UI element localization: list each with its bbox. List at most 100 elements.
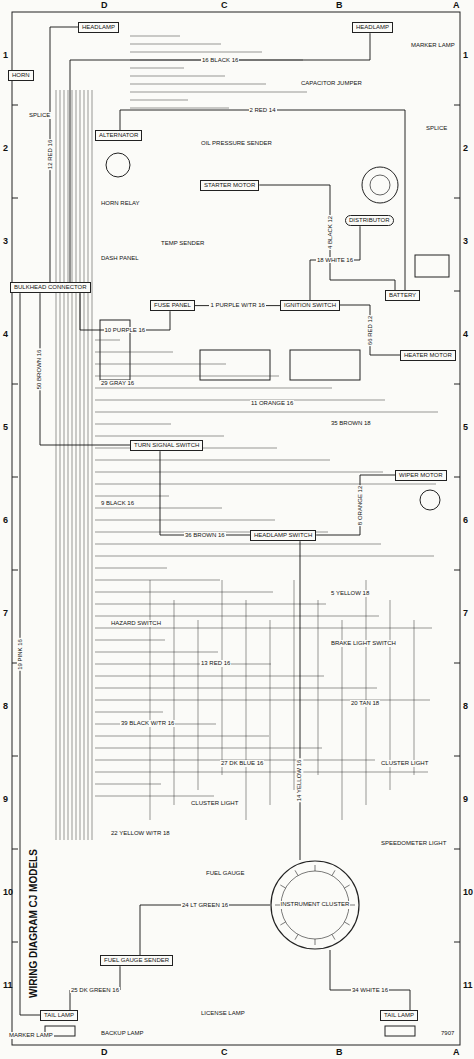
- grid-reference: 10: [462, 887, 474, 897]
- harness-wire: [88, 90, 89, 840]
- part-name: SPLICE: [425, 125, 448, 132]
- wire: [50, 27, 78, 282]
- dial-tick: [344, 922, 349, 925]
- wire: [340, 305, 400, 355]
- harness-wire: [150, 580, 151, 820]
- harness-wire: [68, 90, 69, 840]
- harness-wire: [95, 508, 222, 509]
- harness-wire: [64, 90, 65, 840]
- part-name: LICENSE LAMP: [200, 1010, 246, 1017]
- component-label: FUEL GAUGE SENDER: [104, 957, 169, 963]
- instrument-cluster: INSTRUMENT CLUSTER: [270, 860, 360, 950]
- wire-code: 11 ORANGE 16: [250, 400, 294, 407]
- grid-tick: [12, 105, 18, 106]
- harness-wire: [95, 568, 167, 569]
- grid-reference: 9: [462, 794, 469, 804]
- grid-reference: 5: [462, 422, 469, 432]
- harness-wire: [95, 556, 434, 557]
- wire-code: 27 DK BLUE 16: [220, 760, 264, 767]
- wire-code: 12 RED 16: [47, 139, 54, 170]
- grid-reference: 1: [2, 50, 9, 60]
- wire: [40, 293, 130, 445]
- component-label: ALTERNATOR: [99, 132, 138, 138]
- part-name: MARKER LAMP: [410, 42, 456, 49]
- component-box: WIPER MOTOR: [395, 470, 447, 481]
- wire: [160, 451, 250, 535]
- harness-wire: [95, 340, 120, 341]
- relay-block-outline: [290, 350, 360, 380]
- harness-wire: [414, 620, 415, 775]
- part-name: DASH PANEL: [100, 255, 140, 262]
- dial-tick: [280, 885, 285, 888]
- wire-code: 25 DK GREEN 16: [70, 987, 120, 994]
- harness-wire: [92, 90, 93, 840]
- harness-wire: [130, 52, 262, 53]
- harness-wire: [222, 580, 223, 775]
- harness-wire: [95, 484, 436, 485]
- component-label: STARTER MOTOR: [204, 182, 255, 188]
- wire: [330, 950, 410, 1010]
- grid-tick: [454, 198, 460, 199]
- part-name: BACKUP LAMP: [100, 1030, 145, 1037]
- harness-wire: [95, 520, 275, 521]
- harness-wire: [342, 620, 343, 820]
- grid-tick: [454, 105, 460, 106]
- component-box: ALTERNATOR: [95, 130, 142, 141]
- grid-reference: 10: [2, 887, 14, 897]
- harness-wire: [130, 44, 221, 45]
- harness-wire: [72, 90, 73, 840]
- wire-code: 29 GRAY 16: [100, 380, 135, 387]
- part-name: MARKER LAMP: [8, 1032, 54, 1039]
- wire-code: 19 PINK 16: [16, 638, 23, 671]
- battery-symbol: [415, 255, 449, 277]
- cluster-rim: [271, 861, 359, 949]
- grid-reference: B: [335, 0, 344, 10]
- wire-code: 36 BROWN 16: [184, 532, 226, 539]
- grid-tick: [12, 198, 18, 199]
- component-label: INSTRUMENT CLUSTER: [280, 901, 351, 908]
- wire-code: 24 LT GREEN 16: [181, 902, 229, 909]
- harness-wire: [95, 652, 218, 653]
- harness-wire: [95, 688, 377, 689]
- part-name: FUEL GAUGE: [205, 870, 245, 877]
- grid-reference: A: [452, 0, 461, 10]
- component-label: BATTERY: [389, 292, 416, 298]
- harness-wire: [95, 436, 224, 437]
- distributor-symbol: [362, 167, 398, 203]
- grid-reference: 3: [2, 236, 9, 246]
- wire-code: 18 WHITE 16: [316, 257, 354, 264]
- harness-wire: [95, 580, 220, 581]
- grid-reference: 11: [2, 980, 14, 990]
- grid-tick: [12, 570, 18, 571]
- component-box: TAIL LAMP: [380, 1010, 418, 1021]
- component-label: BULKHEAD CONNECTOR: [14, 284, 87, 290]
- component-box: HEADLAMP SWITCH: [250, 530, 316, 541]
- grid-reference: D: [100, 1047, 109, 1057]
- grid-tick: [454, 756, 460, 757]
- grid-reference: B: [335, 1047, 344, 1057]
- wire-code: 66 RED 12: [367, 314, 374, 345]
- dial-tick: [344, 885, 349, 888]
- grid-reference: C: [220, 1047, 229, 1057]
- harness-wire: [95, 748, 322, 749]
- grid-reference: 7: [462, 608, 469, 618]
- harness-wire: [95, 544, 381, 545]
- grid-reference: A: [452, 1047, 461, 1057]
- grid-reference: 6: [2, 515, 9, 525]
- grid-reference: 2: [2, 143, 9, 153]
- component-box: BULKHEAD CONNECTOR: [10, 282, 91, 293]
- alternator-symbol: [106, 153, 130, 177]
- harness-wire: [366, 580, 367, 805]
- component-box: DISTRIBUTOR: [345, 215, 394, 226]
- component-box: BATTERY: [385, 290, 420, 301]
- wire-code: 2 RED 14: [249, 107, 277, 114]
- wire-code: 50 BROWN 16: [36, 348, 43, 390]
- harness-wire: [130, 76, 225, 77]
- harness-wire: [95, 628, 432, 629]
- harness-wire: [95, 424, 171, 425]
- part-name: TEMP SENDER: [160, 240, 205, 247]
- wire: [310, 226, 360, 300]
- harness-wire: [270, 620, 271, 805]
- harness-wire: [130, 84, 266, 85]
